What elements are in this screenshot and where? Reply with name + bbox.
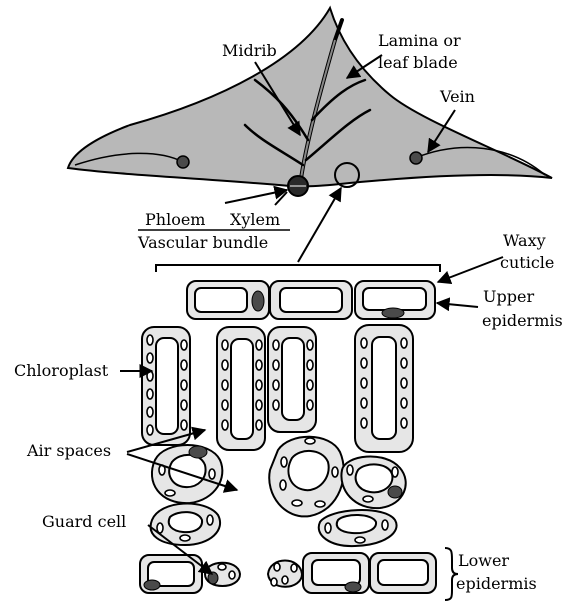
section-bracket [156,265,440,272]
label-lamina-2: leaf blade [378,53,458,72]
label-lamina-1: Lamina or [378,31,461,50]
label-vascular-bundle: Vascular bundle [137,233,268,252]
label-xylem: Xylem [230,210,280,229]
spongy-cells [151,437,406,546]
vein-bundle-left [177,156,189,168]
label-vein: Vein [439,87,475,106]
vein-bundle-right [410,152,422,164]
label-waxy-2: cuticle [500,253,554,272]
label-guard-cell: Guard cell [42,512,126,531]
label-midrib: Midrib [222,41,277,60]
label-chloroplast: Chloroplast [14,361,109,380]
lamina-shape [68,8,552,186]
label-waxy-1: Waxy [503,231,546,250]
label-lower-1: Lower [458,551,509,570]
lower-epidermis [140,553,436,593]
upper-epidermis [187,281,435,319]
label-air-spaces: Air spaces [26,441,111,460]
label-lower-2: epidermis [456,574,537,593]
leaf-blade [68,8,552,196]
palisade-cells [142,325,413,452]
label-phloem: Phloem [145,210,205,229]
label-upper-1: Upper [483,287,534,306]
label-upper-2: epidermis [482,311,563,330]
